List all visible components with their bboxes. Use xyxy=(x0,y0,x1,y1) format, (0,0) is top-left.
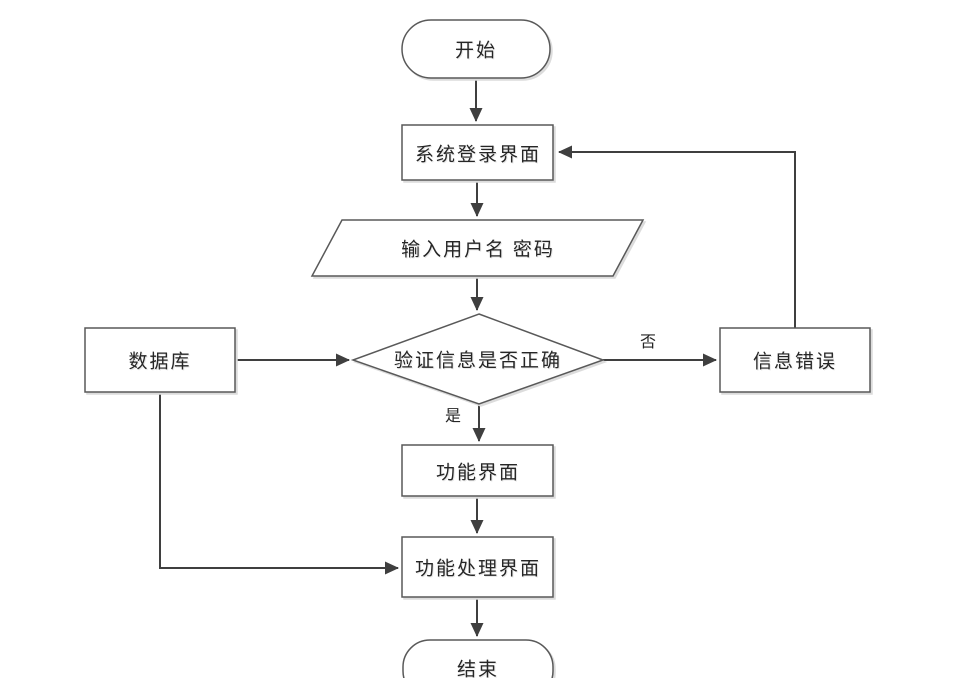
decision-node-label: 验证信息是否正确 xyxy=(393,350,563,372)
input-node-shape xyxy=(310,219,645,277)
start-node-shape xyxy=(401,19,551,79)
start-node-label: 开始 xyxy=(454,40,498,62)
end-node-shape xyxy=(402,639,554,678)
input-node-label: 输入用户名 密码 xyxy=(401,239,555,261)
process-node-label: 功能处理界面 xyxy=(414,558,542,580)
login-node-shape xyxy=(401,124,554,181)
connector-group xyxy=(159,78,796,637)
process-node-shape xyxy=(401,536,554,598)
error-node-shape xyxy=(719,327,871,393)
error-node-label: 信息错误 xyxy=(752,351,838,373)
shape-group xyxy=(84,19,871,678)
edge-label-yes: 是 xyxy=(444,408,462,425)
database-node-shape xyxy=(84,327,236,393)
edge-label-no: 否 xyxy=(639,334,657,351)
database-node-label: 数据库 xyxy=(128,351,192,373)
function-node-label: 功能界面 xyxy=(435,462,521,484)
login-node-label: 系统登录界面 xyxy=(414,144,542,166)
decision-node-shape xyxy=(350,313,606,405)
function-node-shape xyxy=(401,444,554,497)
arrow-error-to-login xyxy=(558,145,796,328)
end-node-label: 结束 xyxy=(456,659,500,678)
arrow-database-to-process xyxy=(159,392,399,575)
